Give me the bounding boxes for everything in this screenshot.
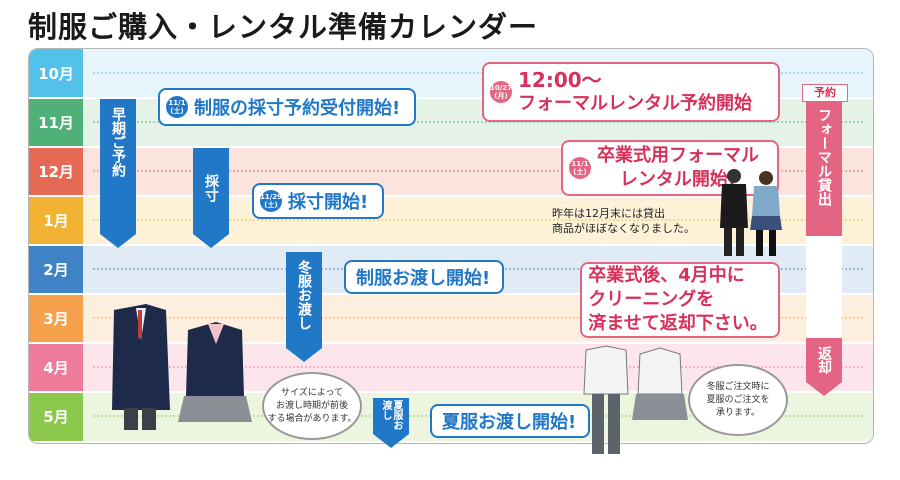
month-label: 5月 [29, 392, 83, 441]
month-label: 1月 [29, 196, 83, 245]
summer-delivery-callout: 夏服お渡し開始! [430, 404, 590, 438]
formal-wear-illustration [720, 169, 782, 256]
summer-uniform-illustration [583, 345, 688, 454]
row-separator [29, 97, 873, 99]
return-arrow: 返却 [806, 338, 842, 396]
size-timing-note: サイズによって お渡し時期が前後 する場合があります。 [262, 372, 362, 440]
dotted-guide [93, 366, 863, 368]
reservation-tag: 予約 [802, 84, 848, 102]
dotted-guide [93, 121, 863, 123]
row-separator [29, 195, 873, 197]
month-label: 10月 [29, 49, 83, 98]
date-badge: 10/27(月) [490, 81, 512, 103]
return-instructions-callout: 卒業式後、4月中に クリーニングを 済ませて返却下さい。 [580, 262, 780, 338]
dotted-guide [93, 219, 863, 221]
month-label: 11月 [29, 98, 83, 147]
page-title: 制服ご購入・レンタル準備カレンダー [28, 10, 539, 44]
measurement-start-callout: 11/29(土) 採寸開始! [252, 183, 384, 219]
row-separator [29, 146, 873, 148]
summer-order-note: 冬服ご注文時に 夏服のご注文を 承ります。 [688, 364, 788, 436]
date-badge: 11/1(土) [166, 96, 188, 118]
row-separator [29, 342, 873, 344]
summer-delivery-arrow: 夏服お渡し [373, 398, 409, 448]
measurement-arrow: 採寸 [193, 148, 229, 248]
row-separator [29, 244, 873, 246]
early-reservation-arrow: 早期ご予約 [100, 99, 136, 248]
stock-note: 昨年は12月末には貸出 商品がほぼなくなりました。 [552, 207, 695, 235]
month-label: 12月 [29, 147, 83, 196]
winter-delivery-arrow: 冬服お渡し [286, 252, 322, 362]
formal-rental-column [806, 236, 842, 344]
month-label: 4月 [29, 343, 83, 392]
month-label: 2月 [29, 245, 83, 294]
date-badge: 11/1(土) [569, 157, 591, 179]
row-separator [29, 391, 873, 393]
dotted-guide [93, 317, 863, 319]
row-separator [29, 293, 873, 295]
uniform-delivery-callout: 制服お渡し開始! [344, 260, 504, 294]
dotted-guide [93, 170, 863, 172]
formal-rental-arrow: フォーマル貸出 [806, 100, 842, 250]
formal-rental-start-callout: 11/1(土) 卒業式用フォーマル レンタル開始! [561, 140, 779, 196]
formal-reservation-callout: 10/27(月) 12:00〜 フォーマルレンタル予約開始 [482, 62, 780, 122]
dotted-guide [93, 72, 863, 74]
measurement-reservation-callout: 11/1(土) 制服の採寸予約受付開始! [158, 88, 416, 126]
winter-uniform-illustration [112, 304, 252, 430]
date-badge: 11/29(土) [260, 190, 282, 212]
month-label: 3月 [29, 294, 83, 343]
